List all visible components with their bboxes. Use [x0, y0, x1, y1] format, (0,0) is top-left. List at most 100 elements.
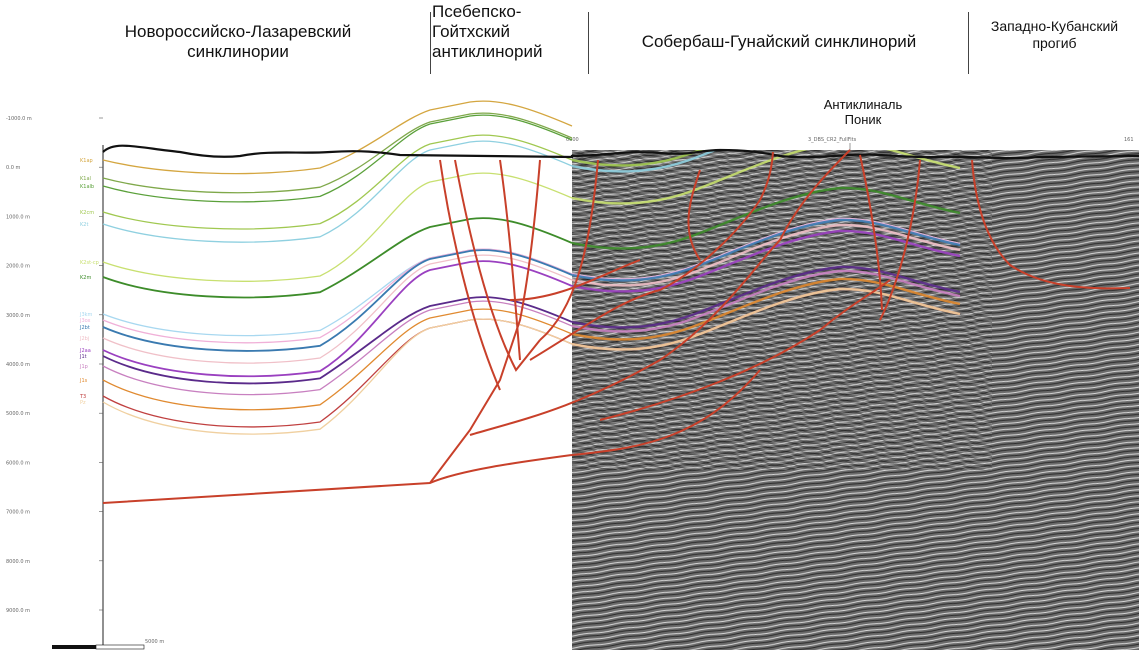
- seismic-horizon-pick: [572, 265, 961, 329]
- horizon-label: K2cm: [80, 210, 94, 216]
- top-marker-left: 0000: [566, 137, 579, 143]
- fault-line: [971, 159, 1131, 290]
- fault-line: [529, 151, 774, 361]
- horizon-label: J1t: [79, 354, 87, 360]
- horizon-line: [102, 172, 573, 282]
- fault-line: [469, 149, 851, 436]
- seismic-horizon-picks: [572, 71, 961, 351]
- horizon-label: K2st-cp: [80, 260, 99, 266]
- horizon-line: [102, 300, 573, 396]
- seismic-horizon-pick: [572, 150, 704, 167]
- horizon-line: [102, 260, 573, 378]
- depth-tick-label: 6000.0 m: [6, 460, 30, 466]
- region-title-line: Гойтхский: [432, 22, 511, 41]
- seismic-horizon-pick: [572, 150, 719, 173]
- depth-tick-label: 0.0 m: [6, 165, 21, 171]
- seismic-horizon-pick: [572, 85, 960, 145]
- horizon-label: K2m: [80, 275, 91, 281]
- top-marker-right: 161: [1124, 137, 1134, 143]
- region-title-line: Собербаш-Гунайский синклинорий: [641, 32, 917, 51]
- seismic-horizon-pick: [572, 150, 961, 205]
- fault-line: [687, 169, 701, 261]
- horizon-line: [102, 308, 573, 411]
- anticline-ponik-label: Антиклиналь Поник: [798, 97, 928, 127]
- horizon-line: [102, 248, 573, 344]
- horizon-line: [102, 254, 573, 364]
- horizon-label: K1al: [80, 176, 91, 182]
- depth-ticks: -1000.0 m 0.0 m 1000.0 m 2000.0 m 3000.0 m 40…: [6, 116, 103, 614]
- horizon-line: [102, 140, 573, 243]
- horizon-line: [102, 249, 573, 352]
- region-title-soberbash-gunaysky: Собербаш-Гунайский синклинорий: [596, 32, 962, 52]
- horizon-label: K1alb: [80, 184, 94, 190]
- seismic-horizon-pick: [572, 218, 961, 282]
- horizon-line: [102, 134, 573, 230]
- horizon-line: [102, 318, 573, 435]
- region-title-line: Новороссийско-Лазаревский: [124, 22, 352, 41]
- seismic-horizon-pick: [572, 186, 961, 250]
- seismic-horizon-pick: [572, 71, 960, 131]
- topographic-surface: [102, 144, 1139, 160]
- fault-line: [539, 159, 599, 341]
- horizon-labels: K1apK1alK1albK2cmK2tK2st-cpK2mJ3kmJ3oxJ2…: [79, 158, 99, 406]
- horizon-label: T3: [79, 394, 86, 400]
- fault-line: [599, 279, 891, 421]
- horizon-label: J1p: [79, 364, 88, 370]
- depth-tick-label: 3000.0 m: [6, 313, 30, 319]
- horizon-line: [102, 296, 573, 385]
- region-title-line: прогиб: [1032, 35, 1077, 51]
- region-title-line: антиклинорий: [432, 42, 543, 61]
- horizon-line: [102, 114, 573, 203]
- fault-line: [499, 159, 521, 361]
- fault-line: [439, 159, 501, 391]
- fault-line: [509, 259, 641, 301]
- fault-line: [429, 159, 541, 484]
- horizon-line: [102, 100, 573, 175]
- fault-line: [859, 154, 883, 311]
- horizon-label: J3km: [79, 312, 93, 318]
- depth-tick-label: 8000.0 m: [6, 559, 30, 565]
- horizon-lines: [102, 100, 573, 435]
- horizon-label: Pz: [80, 400, 86, 406]
- depth-tick-label: 5000.0 m: [6, 411, 30, 417]
- depth-tick-label: 4000.0 m: [6, 362, 30, 368]
- scale-bar-white: [95, 644, 145, 650]
- region-title-line: Западно-Кубанский: [990, 18, 1119, 34]
- horizon-label: J2bj: [79, 336, 89, 342]
- scale-bar-label: 5000 m: [145, 639, 164, 645]
- anticline-label-line: Поник: [844, 112, 882, 127]
- anticline-label-line: Антиклиналь: [823, 97, 903, 112]
- depth-tick-label: 2000.0 m: [6, 264, 30, 270]
- horizon-label: K1ap: [80, 158, 93, 164]
- horizon-line: [102, 112, 573, 194]
- seismic-horizon-pick: [572, 269, 961, 333]
- depth-tick-label: 9000.0 m: [6, 608, 30, 614]
- horizon-label: J3ox: [79, 318, 91, 324]
- horizon-line: [102, 217, 573, 299]
- fault-lines: [102, 149, 1131, 504]
- region-title-line: синклинории: [187, 42, 289, 61]
- seismic-horizon-pick: [572, 229, 961, 293]
- seismic-horizon-pick: [572, 223, 961, 287]
- scale-bar: 5000 m: [52, 639, 164, 650]
- seismic-horizon-pick: [572, 287, 961, 351]
- seismic-horizon-pick: [572, 83, 960, 143]
- horizon-label: J2bt: [79, 325, 90, 331]
- depth-tick-label: 1000.0 m: [6, 214, 30, 220]
- region-title-psebepsko-goythsky: Псебепско- Гойтхский антиклинорий: [432, 2, 582, 62]
- fault-line: [454, 159, 541, 372]
- horizon-label: J2aa: [79, 348, 91, 354]
- fault-line: [102, 369, 761, 504]
- region-title-zapadno-kubansky: Западно-Кубанский прогиб: [972, 18, 1137, 52]
- well-label: 3_DBS_CR2_FullFits: [808, 137, 857, 143]
- horizon-label: K2t: [80, 222, 88, 228]
- region-divider: [968, 12, 969, 74]
- region-divider: [588, 12, 589, 74]
- region-divider: [430, 12, 431, 74]
- scale-bar-black: [52, 645, 96, 649]
- fault-line: [879, 159, 921, 321]
- region-title-line: Псебепско-: [432, 2, 522, 21]
- region-header: Новороссийско-Лазаревский синклинории Пс…: [0, 0, 1139, 78]
- depth-tick-label: -1000.0 m: [6, 116, 32, 122]
